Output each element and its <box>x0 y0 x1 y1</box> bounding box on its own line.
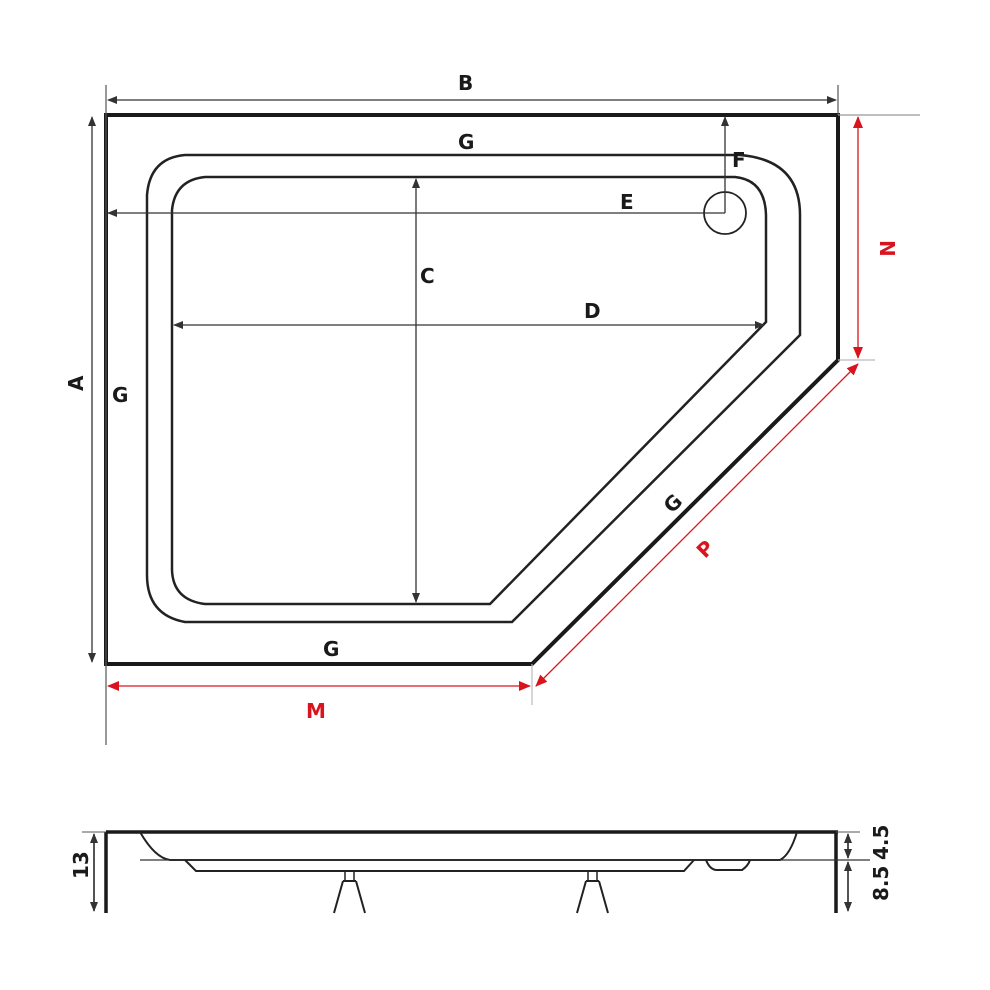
label-g-top: G <box>458 130 474 154</box>
label-g-bottom: G <box>323 637 339 661</box>
plan-view: B A G G G G C D E F N M P <box>64 71 920 745</box>
label-c: C <box>420 264 435 288</box>
support-foot-right <box>576 870 609 914</box>
section-view: 13 4.5 8.5 <box>69 825 893 914</box>
dimension-p <box>535 363 859 687</box>
label-d: D <box>584 299 601 323</box>
section-drain <box>705 859 751 871</box>
label-n: N <box>875 240 899 257</box>
label-m: M <box>306 699 326 723</box>
section-base-profile <box>184 859 695 872</box>
tray-basin-outline <box>170 175 768 606</box>
label-8-5: 8.5 <box>869 866 893 901</box>
label-4-5: 4.5 <box>869 825 893 860</box>
label-p: P <box>692 535 719 562</box>
tray-rim-outline <box>145 153 802 624</box>
label-g-left: G <box>112 383 128 407</box>
label-b: B <box>458 71 473 95</box>
label-13: 13 <box>69 851 93 879</box>
section-basin-profile <box>139 831 798 861</box>
label-e: E <box>620 190 634 214</box>
support-foot-left <box>333 870 366 914</box>
label-a: A <box>64 375 88 391</box>
label-f: F <box>732 148 746 172</box>
